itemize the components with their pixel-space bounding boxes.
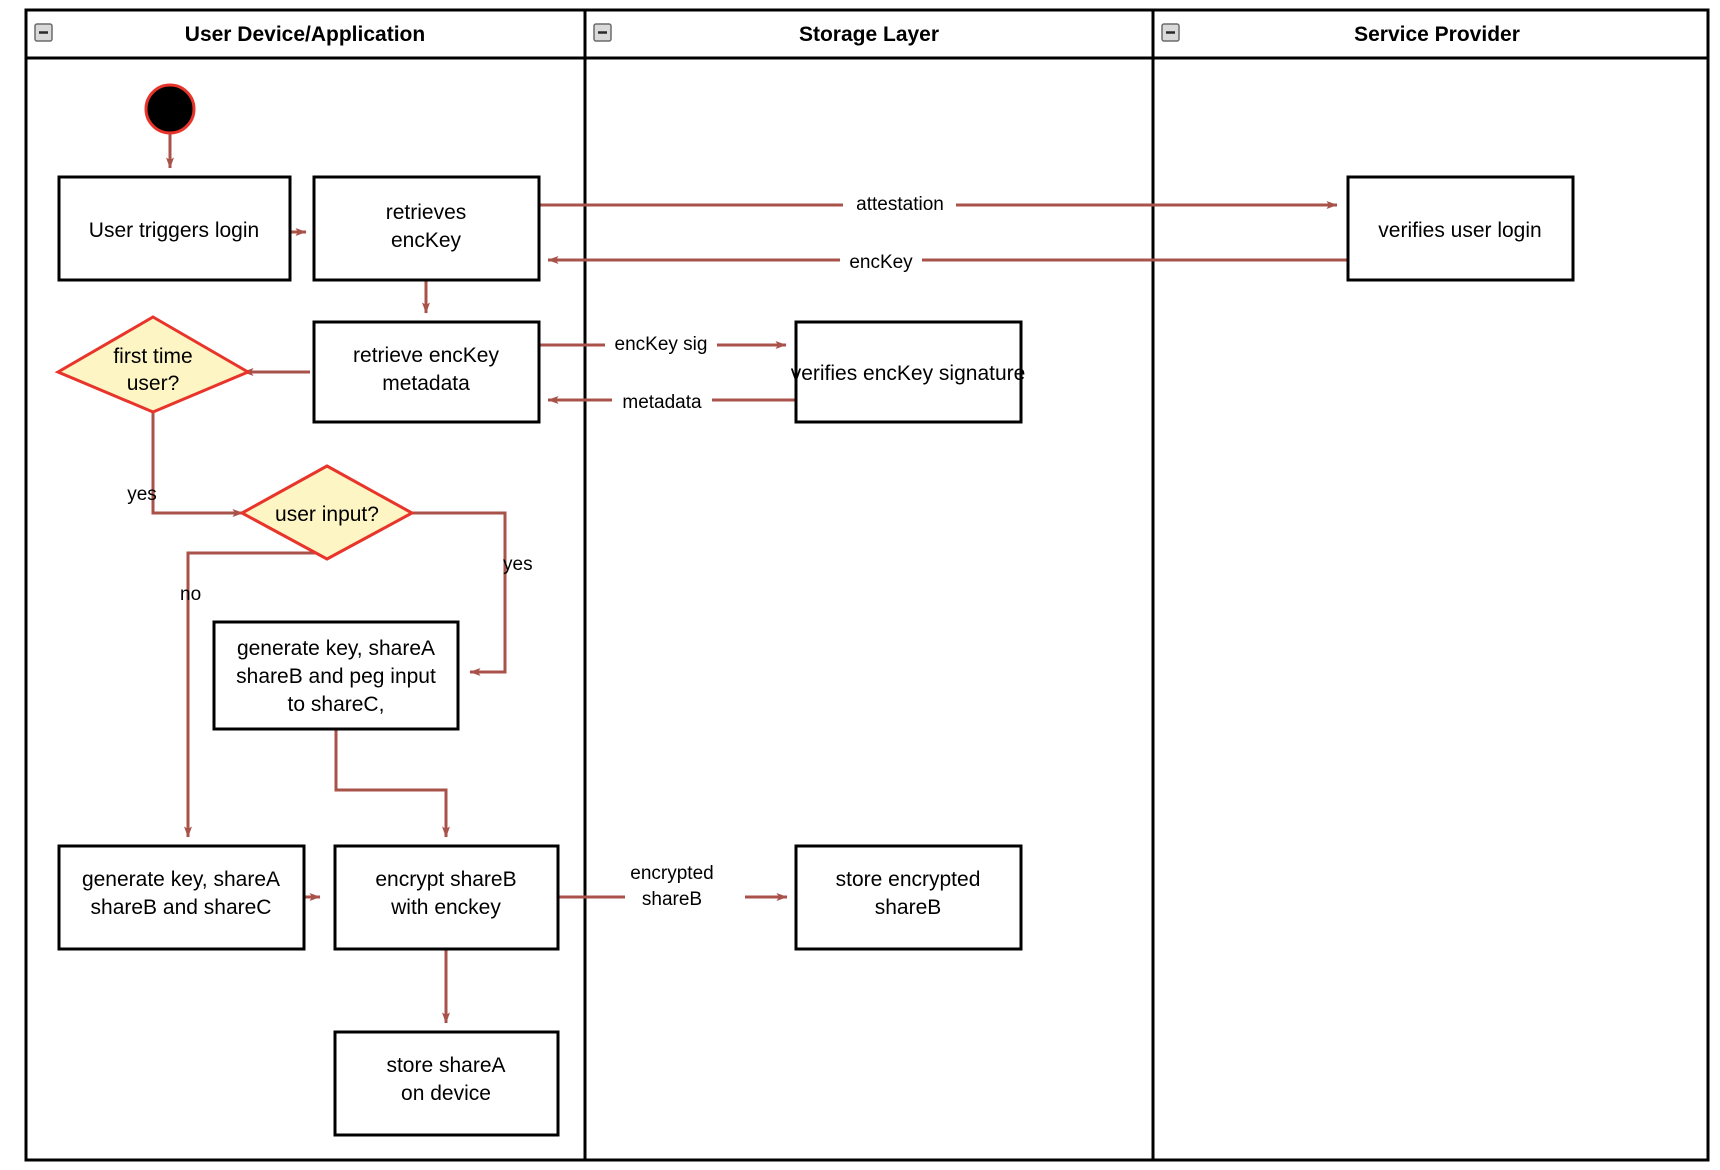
node-label-line2: shareB and peg input [236, 665, 436, 688]
lane-header-user-device: User Device/Application [34, 23, 425, 46]
flow-userinput-no [184, 551, 327, 838]
node-label-line3: to shareC, [288, 693, 385, 716]
edge-label-attestation: attestation [856, 194, 944, 215]
node-retrieve-enckey-metadata[interactable]: retrieve encKey metadata [312, 320, 541, 424]
node-label-line1: generate key, shareA [237, 637, 435, 660]
node-user-input-decision[interactable]: user input? [238, 464, 416, 561]
edge-label-metadata-group: metadata [612, 388, 712, 414]
node-label-line1: first time [113, 345, 192, 368]
node-generate-shares[interactable]: generate key, shareA shareB and shareC [57, 844, 306, 951]
node-label-line1: store shareA [386, 1054, 505, 1077]
node-label-line2: metadata [382, 372, 470, 395]
node-label: verifies encKey signature [791, 362, 1026, 385]
edge-label-yes-first-time: yes [127, 484, 157, 505]
flow-userinput-yes [411, 511, 507, 676]
edge-label-enckey-group: encKey [840, 248, 922, 274]
node-label-line2: on device [401, 1082, 491, 1105]
node-label: User triggers login [89, 219, 259, 242]
node-store-sharea-on-device[interactable]: store shareA on device [333, 1030, 560, 1137]
edge-label-yes-user-input: yes [503, 554, 533, 575]
edge-label-enckey-sig: encKey sig [615, 334, 708, 355]
node-label-line1: encrypt shareB [375, 868, 516, 891]
lane-title-storage: Storage Layer [799, 23, 939, 46]
node-verifies-user-login[interactable]: verifies user login [1346, 175, 1575, 282]
edge-label-encrypted-line2: shareB [642, 889, 702, 910]
lane-header-storage: Storage Layer [593, 23, 939, 46]
node-first-time-user-decision[interactable]: first time user? [54, 315, 252, 414]
edge-label-enckey: encKey [849, 252, 913, 273]
node-encrypt-shareb[interactable]: encrypt shareB with enckey [333, 844, 560, 951]
node-label-line2: encKey [391, 229, 462, 252]
edge-label-encrypted-line1: encrypted [630, 863, 713, 884]
node-label-line1: generate key, shareA [82, 868, 280, 891]
node-label-line1: retrieves [386, 201, 467, 224]
node-label-line2: shareB [875, 896, 942, 919]
initial-node [144, 83, 196, 135]
lane-header-service-provider: Service Provider [1161, 23, 1520, 46]
flow-firsttime-yes [151, 412, 244, 517]
lane-title-user-device: User Device/Application [185, 23, 425, 46]
node-label-line1: store encrypted [836, 868, 981, 891]
node-label-line2: user? [127, 372, 180, 395]
node-label: user input? [275, 503, 379, 526]
lane-title-service-provider: Service Provider [1354, 23, 1520, 46]
node-user-triggers-login[interactable]: User triggers login [57, 175, 292, 282]
node-label-line2: with enckey [390, 896, 501, 919]
node-label-line1: retrieve encKey [353, 344, 499, 367]
edge-label-attestation-group: attestation [843, 190, 956, 216]
edge-label-encrypted-shareb-group: encrypted shareB [625, 860, 745, 914]
node-verifies-enckey-signature[interactable]: verifies encKey signature [791, 320, 1026, 424]
edge-label-no-user-input: no [180, 584, 201, 605]
edge-label-metadata: metadata [622, 392, 702, 413]
node-generate-peg-shares[interactable]: generate key, shareA shareB and peg inpu… [212, 620, 460, 731]
node-store-encrypted-shareb[interactable]: store encrypted shareB [794, 844, 1023, 951]
diagram-frame [24, 8, 1710, 1162]
flow-peg-to-encrypt [334, 729, 450, 838]
node-retrieves-enckey[interactable]: retrieves encKey [312, 175, 541, 282]
node-label: verifies user login [1378, 219, 1541, 242]
edge-label-enckey-sig-group: encKey sig [605, 330, 717, 356]
node-label-line2: shareB and shareC [91, 896, 272, 919]
